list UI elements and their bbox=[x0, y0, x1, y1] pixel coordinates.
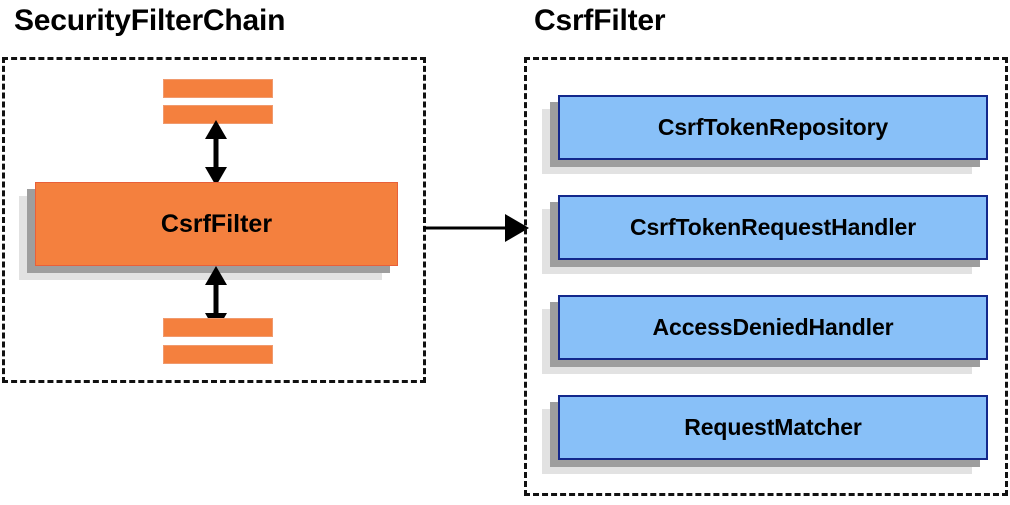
box-csrf-token-repository[interactable]: CsrfTokenRepository bbox=[558, 95, 988, 160]
filter-stub-bottom-2 bbox=[163, 345, 273, 364]
panel-title-security-filter-chain: SecurityFilterChain bbox=[14, 4, 286, 37]
panel-title-csrf-filter: CsrfFilter bbox=[534, 4, 666, 37]
box-csrf-filter[interactable]: CsrfFilter bbox=[35, 182, 398, 266]
box-csrf-token-request-handler[interactable]: CsrfTokenRequestHandler bbox=[558, 195, 988, 260]
arrow-expand-to-csrf-filter-detail bbox=[423, 214, 529, 242]
group-panel-csrf-filter bbox=[524, 57, 1008, 496]
box-access-denied-handler[interactable]: AccessDeniedHandler bbox=[558, 295, 988, 360]
filter-stub-top-1 bbox=[163, 79, 273, 98]
arrow-top-chain-link bbox=[205, 120, 227, 186]
filter-stub-bottom-1 bbox=[163, 318, 273, 337]
group-panel-security-filter-chain bbox=[2, 57, 426, 383]
box-request-matcher[interactable]: RequestMatcher bbox=[558, 395, 988, 460]
